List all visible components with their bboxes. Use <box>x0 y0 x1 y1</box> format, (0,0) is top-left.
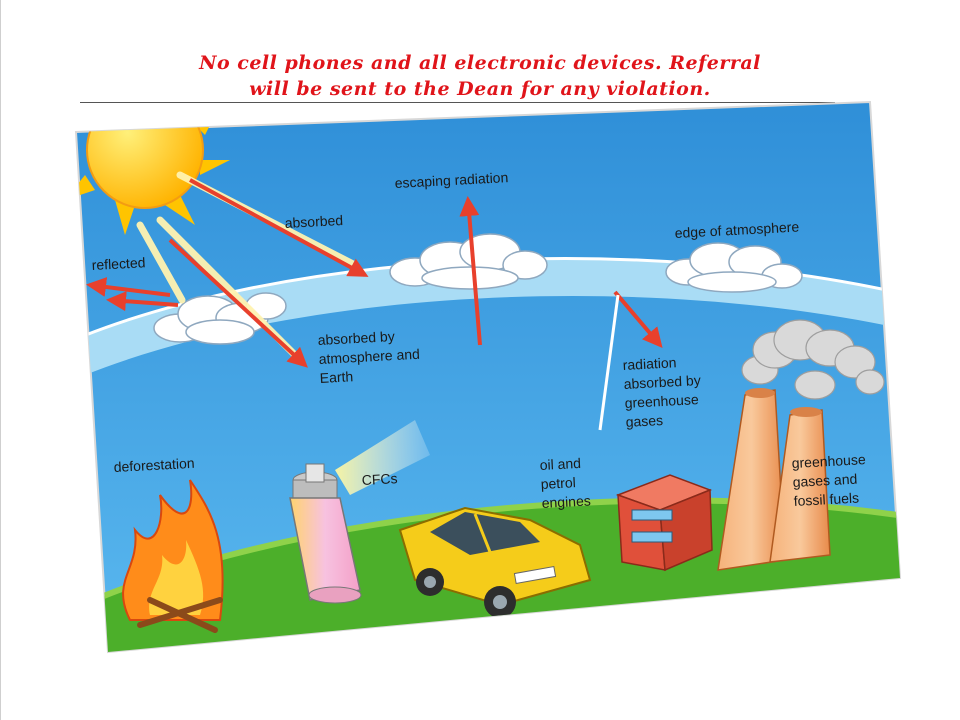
label-edge-of-atmosphere: edge of atmosphere <box>674 218 799 241</box>
label-radiation-line-1: radiation <box>622 354 676 373</box>
cloud-right <box>665 242 803 293</box>
label-oil-line-3: engines <box>541 492 591 511</box>
label-greenhouse-line-2: gases and <box>792 471 857 490</box>
notice-line-2: will be sent to the Dean for any violati… <box>249 78 711 100</box>
label-radiation-line-4: gases <box>625 412 663 430</box>
diagram-svg: escaping radiation absorbed edge of atmo… <box>74 100 902 654</box>
label-oil-line-2: petrol <box>540 474 576 492</box>
label-cfcs: CFCs <box>361 470 398 488</box>
beam-greenhouse <box>598 294 620 431</box>
spray-can-icon <box>289 420 430 604</box>
arrow-reflected-2 <box>106 291 179 312</box>
label-absorbed-by-line-3: Earth <box>319 368 353 386</box>
label-radiation-absorbed: radiation absorbed by greenhouse gases <box>622 354 701 430</box>
radiation-arrows <box>86 178 663 368</box>
label-radiation-line-3: greenhouse <box>624 391 699 411</box>
divider-rule <box>80 102 835 103</box>
label-absorbed: absorbed <box>284 212 343 231</box>
arrow-reflected-1 <box>86 277 171 297</box>
smoke-cloud <box>741 319 885 400</box>
label-oil-and-petrol: oil and petrol engines <box>539 455 591 511</box>
arrow-absorbed <box>189 178 369 277</box>
notice-banner: No cell phones and all electronic device… <box>40 50 920 102</box>
page-left-edge <box>0 0 1 720</box>
label-escaping-radiation: escaping radiation <box>394 169 508 191</box>
car-icon <box>398 506 592 618</box>
label-absorbed-by-line-2: atmosphere and <box>318 346 420 367</box>
arrow-greenhouse <box>613 290 663 349</box>
notice-line-1: No cell phones and all electronic device… <box>199 52 761 74</box>
factory-icon <box>615 474 713 572</box>
label-deforestation: deforestation <box>113 455 195 475</box>
label-greenhouse-line-3: fossil fuels <box>793 490 859 509</box>
arrow-escaping <box>459 196 482 346</box>
label-greenhouse-line-1: greenhouse <box>791 451 866 471</box>
label-oil-line-1: oil and <box>539 455 581 473</box>
arrow-absorbed-earth <box>168 238 308 368</box>
greenhouse-diagram: escaping radiation absorbed edge of atmo… <box>70 100 910 660</box>
fire-icon <box>122 479 224 633</box>
label-greenhouse-gases: greenhouse gases and fossil fuels <box>791 451 866 509</box>
chimneys-icon <box>717 388 831 571</box>
label-absorbed-by-line-1: absorbed by <box>317 328 395 348</box>
label-absorbed-by: absorbed by atmosphere and Earth <box>317 328 420 386</box>
label-reflected: reflected <box>91 254 145 273</box>
label-radiation-line-2: absorbed by <box>623 372 701 392</box>
